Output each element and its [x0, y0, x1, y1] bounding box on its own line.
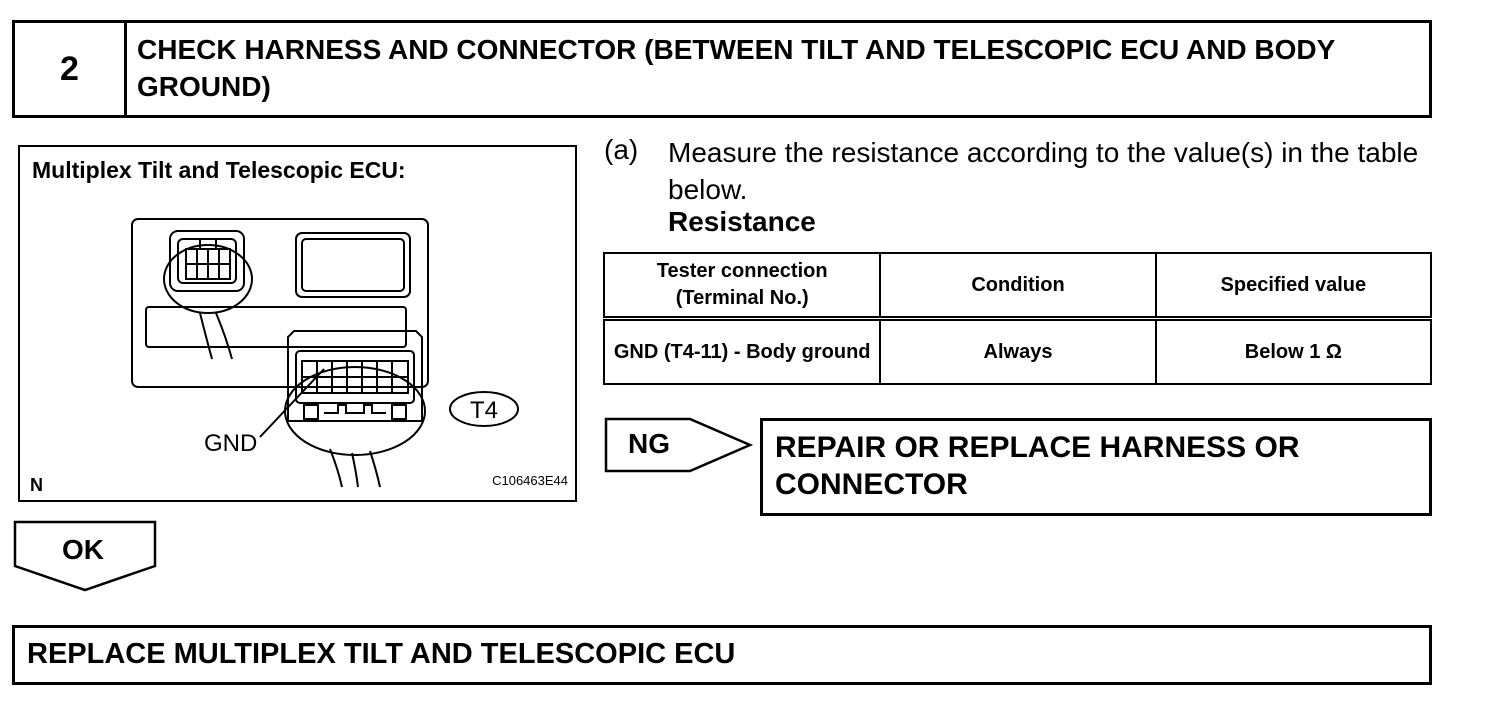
- step-header: 2 CHECK HARNESS AND CONNECTOR (BETWEEN T…: [12, 20, 1432, 118]
- final-action-box: REPLACE MULTIPLEX TILT AND TELESCOPIC EC…: [12, 625, 1432, 685]
- ok-label: OK: [62, 534, 104, 565]
- ecu-inner-panel: [145, 306, 407, 348]
- ng-action-box: REPAIR OR REPLACE HARNESS OR CONNECTOR: [760, 418, 1432, 516]
- table-cell: Always: [879, 317, 1157, 385]
- ng-label: NG: [628, 428, 670, 459]
- connector-t4-label: T4: [470, 397, 498, 424]
- ok-arrow-icon: [13, 520, 157, 592]
- connector-illustration: T4 GND N C106463E44 Multiplex Tilt and T…: [18, 145, 577, 502]
- step-number: 2: [15, 23, 127, 115]
- table-header-row: Tester connection (Terminal No.) Conditi…: [602, 252, 1433, 321]
- table-row: GND (T4-11) - Body ground Always Below 1…: [602, 317, 1433, 385]
- table-cell: Below 1 Ω: [1154, 317, 1433, 385]
- corner-mark: N: [30, 475, 43, 495]
- table-header-cell: Specified value: [1154, 252, 1433, 321]
- figure-code: C106463E44: [492, 473, 568, 488]
- table-header-cell: Tester connection (Terminal No.): [602, 252, 882, 321]
- gnd-terminal-label: GND: [204, 430, 257, 457]
- step-title: CHECK HARNESS AND CONNECTOR (BETWEEN TIL…: [137, 34, 1335, 102]
- figure-title: Multiplex Tilt and Telescopic ECU:: [32, 157, 406, 183]
- ecu-window-outline: [295, 232, 411, 298]
- ecu-body-outline: [131, 218, 429, 388]
- instruction-label: (a): [604, 134, 639, 165]
- ng-arrow-icon: [604, 417, 754, 473]
- table-header-cell: Condition: [879, 252, 1157, 321]
- gnd-leader-line: [259, 368, 325, 438]
- table-cell: GND (T4-11) - Body ground: [602, 317, 882, 385]
- ecu-connector-drawing: T4 GND N C106463E44: [30, 218, 568, 495]
- instruction-text: Measure the resistance according to the …: [668, 137, 1419, 205]
- large-connector-outline: [287, 330, 423, 422]
- t4-label-oval: [449, 391, 519, 427]
- resistance-table: Tester connection (Terminal No.) Conditi…: [602, 252, 1433, 385]
- resistance-subheading: Resistance: [668, 206, 816, 237]
